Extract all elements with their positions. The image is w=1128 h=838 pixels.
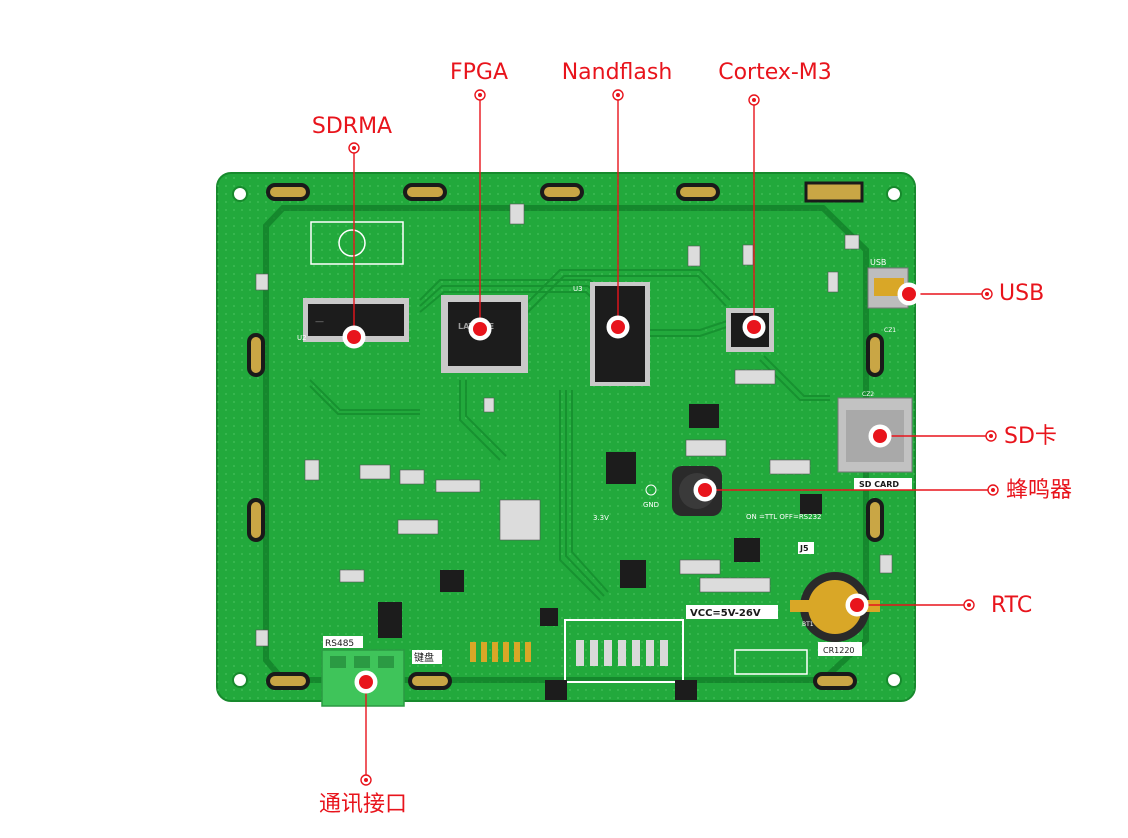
callout-label-fpga: FPGA — [449, 60, 509, 85]
callout-label-cortex-m3: Cortex-M3 — [718, 60, 832, 85]
v33-silk: 3.3V — [593, 514, 609, 522]
pcb-board: — U2 LATTICE U3 — [216, 172, 916, 707]
keyboard-silk: 键盘 — [414, 651, 434, 664]
cz2-silk: CZ2 — [862, 391, 874, 398]
callout-label-comm-port: 通讯接口 — [318, 792, 408, 817]
ttl-silk: ON =TTL OFF=RS232 — [746, 513, 822, 521]
rs485-silk: RS485 — [325, 639, 354, 649]
callout-label-sdrma: SDRMA — [311, 114, 393, 139]
usb-silk: USB — [870, 258, 886, 267]
callout-lines — [353, 95, 993, 780]
sd-card-silk: SD CARD — [859, 480, 899, 489]
callout-board-markers — [342, 282, 921, 694]
mounting-holes — [232, 186, 902, 688]
passive-components — [255, 203, 893, 647]
callout-label-rtc: RTC — [991, 593, 1033, 618]
callout-label-usb: USB — [999, 281, 1045, 306]
callout-label-nandflash: Nandflash — [561, 60, 673, 85]
vcc-silk: VCC=5V-26V — [690, 608, 761, 619]
rtc-battery: CR1220 BT1 — [790, 572, 880, 656]
cr1220-silk: CR1220 — [823, 646, 855, 655]
callout-label-sd-card: SD卡 — [1004, 424, 1057, 449]
gnd-silk: GND — [643, 501, 659, 509]
slot-pads — [247, 183, 884, 690]
cz1-silk: CZ1 — [884, 327, 896, 334]
callout-end-markers — [348, 89, 999, 786]
bottom-connectors: 键盘 — [412, 619, 808, 700]
bt1-silk: BT1 — [802, 621, 814, 628]
u3-label: U3 — [573, 285, 583, 293]
svg-text:—: — — [315, 317, 324, 327]
j5-silk: J5 — [799, 544, 809, 553]
small-chips — [378, 404, 822, 638]
callout-label-buzzer: 蜂鸣器 — [1006, 478, 1073, 503]
u2-label: U2 — [297, 334, 307, 342]
